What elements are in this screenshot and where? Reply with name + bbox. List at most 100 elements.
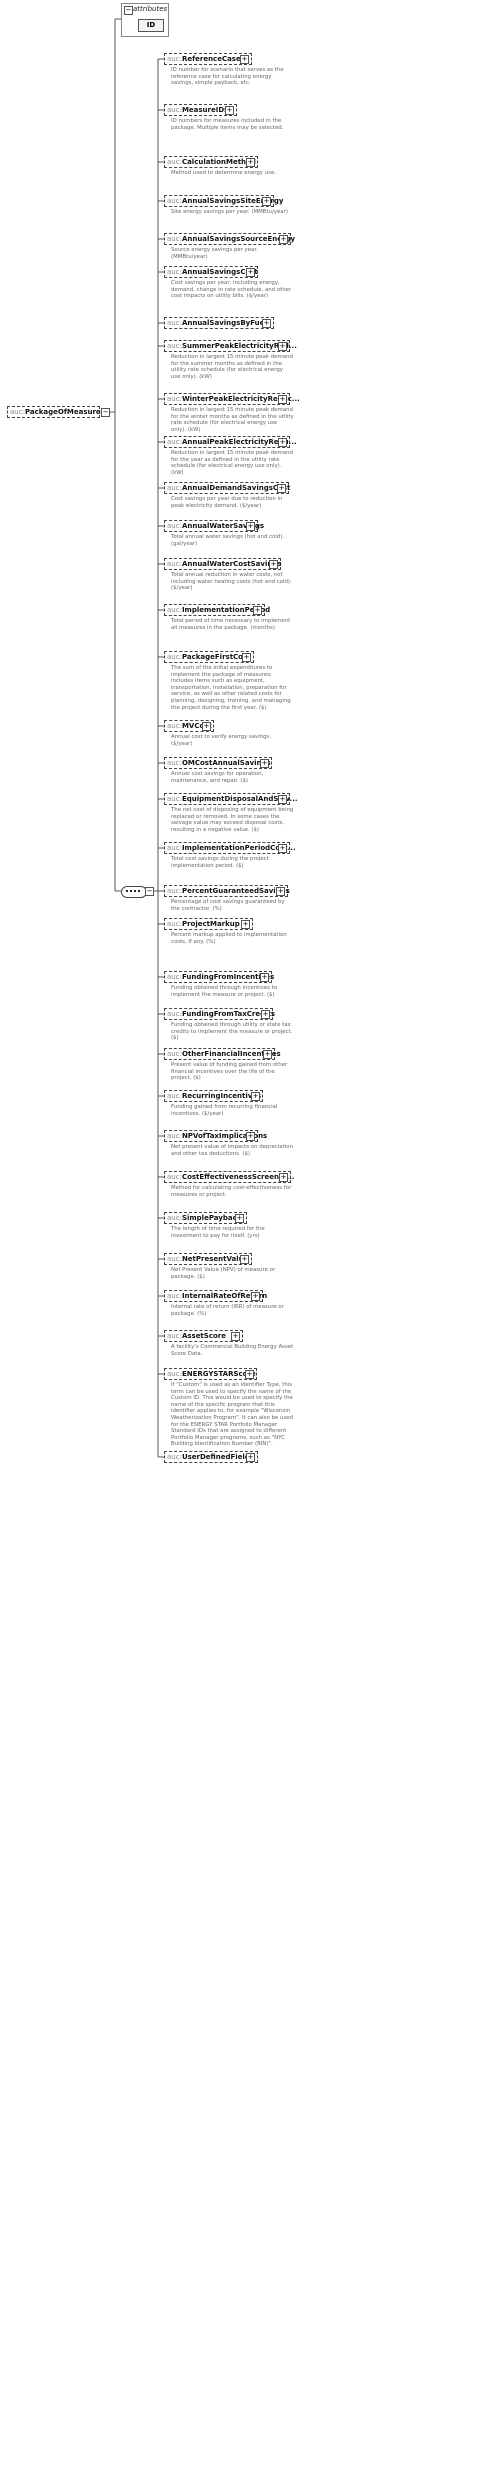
expand-icon[interactable]: + [278, 342, 287, 351]
expand-icon[interactable]: + [246, 1453, 255, 1462]
expand-icon[interactable]: + [253, 606, 262, 615]
expand-icon[interactable]: + [278, 395, 287, 404]
element-name: AnnualWaterSavings [181, 522, 265, 530]
expand-icon[interactable]: + [246, 158, 255, 167]
element-32[interactable]: auc:UserDefinedFields+ [164, 1451, 258, 1463]
element-27[interactable]: auc:SimplePayback+ [164, 1212, 247, 1224]
element-4[interactable]: auc:AnnualSavingsSourceEnergy+ [164, 233, 295, 245]
element-name: AnnualSavingsSiteEnergy [181, 197, 284, 205]
element-24[interactable]: auc:RecurringIncentives+ [164, 1090, 263, 1102]
element-name: SimplePayback [181, 1214, 242, 1222]
element-description: Method used to determine energy use. [171, 170, 276, 176]
expand-icon[interactable]: + [246, 1132, 255, 1141]
element-7[interactable]: auc:SummerPeakElectricityRed...+ [164, 340, 297, 352]
element-5[interactable]: auc:AnnualSavingsCost+ [164, 266, 258, 278]
expand-icon[interactable]: + [279, 1173, 288, 1182]
element-prefix: auc: [167, 1092, 182, 1100]
element-description: ID number for scenario that serves as th… [171, 67, 284, 87]
element-1[interactable]: auc:MeasureIDs+ [164, 104, 237, 116]
element-11[interactable]: auc:AnnualWaterSavings+ [164, 520, 264, 532]
attribute-id[interactable]: ID [138, 19, 164, 32]
root-element-package-of-measures[interactable]: auc:PackageOfMeasures [7, 406, 105, 418]
element-description: Total cost savings during the project im… [171, 856, 269, 869]
element-19[interactable]: auc:PercentGuaranteedSavings+ [164, 885, 290, 897]
element-6[interactable]: auc:AnnualSavingsByFuels+ [164, 317, 274, 329]
expand-icon[interactable]: + [240, 55, 249, 64]
element-10[interactable]: auc:AnnualDemandSavingsCost+ [164, 482, 290, 494]
expand-icon[interactable]: + [246, 268, 255, 277]
expand-icon[interactable]: + [278, 795, 287, 804]
element-2[interactable]: auc:CalculationMethod+ [164, 156, 258, 168]
element-18[interactable]: auc:ImplementationPeriodCost...+ [164, 842, 296, 854]
element-13[interactable]: auc:ImplementationPeriod+ [164, 604, 270, 616]
element-9[interactable]: auc:AnnualPeakElectricityRedu...+ [164, 436, 297, 448]
element-17[interactable]: auc:EquipmentDisposalAndSalv...+ [164, 793, 298, 805]
element-name: FundingFromTaxCredits [181, 1010, 276, 1018]
expand-icon[interactable]: + [263, 1050, 272, 1059]
expand-icon[interactable]: + [261, 1010, 270, 1019]
element-prefix: auc: [167, 759, 182, 767]
expand-icon[interactable]: + [262, 319, 271, 328]
root-collapse-icon[interactable]: − [101, 408, 110, 417]
element-description: Funding obtained through incentives to i… [171, 985, 278, 998]
element-description: Internal rate of return (IRR) of measure… [171, 1304, 284, 1317]
element-23[interactable]: auc:OtherFinancialIncentives+ [164, 1048, 281, 1060]
expand-icon[interactable]: + [202, 722, 211, 731]
expand-icon[interactable]: + [278, 438, 287, 447]
expand-icon[interactable]: + [251, 1092, 260, 1101]
element-description: Source energy savings per year. (MMBtu/y… [171, 247, 258, 260]
element-prefix: auc: [167, 1453, 182, 1461]
expand-icon[interactable]: + [260, 759, 269, 768]
expand-icon[interactable]: + [279, 235, 288, 244]
expand-icon[interactable]: + [242, 653, 251, 662]
element-description: Reduction in largest 15 minute peak dema… [171, 450, 293, 476]
element-name: CostEffectivenessScreenin... [181, 1173, 295, 1181]
element-8[interactable]: auc:WinterPeakElectricityReduc...+ [164, 393, 300, 405]
element-description: ID numbers for measures included in the … [171, 118, 284, 131]
element-name: AnnualSavingsSourceEnergy [181, 235, 296, 243]
expand-icon[interactable]: + [245, 1370, 254, 1379]
sequence-collapse-icon[interactable]: − [145, 887, 154, 896]
expand-icon[interactable]: + [278, 844, 287, 853]
element-22[interactable]: auc:FundingFromTaxCredits+ [164, 1008, 276, 1020]
expand-icon[interactable]: + [269, 560, 278, 569]
element-26[interactable]: auc:CostEffectivenessScreenin...+ [164, 1171, 295, 1183]
element-20[interactable]: auc:ProjectMarkup+ [164, 918, 253, 930]
element-prefix: auc: [167, 844, 182, 852]
element-name: ENERGYSTARScore [181, 1370, 256, 1378]
element-prefix: auc: [167, 1370, 182, 1378]
expand-icon[interactable]: + [225, 106, 234, 115]
element-description: Net present value of impacts on deprecia… [171, 1144, 293, 1157]
element-prefix: auc: [167, 319, 182, 327]
element-30[interactable]: auc:AssetScore+ [164, 1330, 243, 1342]
element-25[interactable]: auc:NPVofTaxImplications+ [164, 1130, 267, 1142]
expand-icon[interactable]: + [260, 973, 269, 982]
element-28[interactable]: auc:NetPresentValue+ [164, 1253, 252, 1265]
expand-icon[interactable]: + [277, 484, 286, 493]
element-description: Cost savings per year, including energy,… [171, 280, 292, 300]
expand-icon[interactable]: + [246, 522, 255, 531]
element-prefix: auc: [167, 1050, 182, 1058]
element-31[interactable]: auc:ENERGYSTARScore+ [164, 1368, 257, 1380]
element-21[interactable]: auc:FundingFromIncentives+ [164, 971, 274, 983]
collapse-icon[interactable]: − [124, 6, 133, 15]
expand-icon[interactable]: + [262, 197, 271, 206]
expand-icon[interactable]: + [231, 1332, 240, 1341]
attributes-title: attributes [133, 5, 168, 13]
expand-icon[interactable]: + [235, 1214, 244, 1223]
element-29[interactable]: auc:InternalRateOfReturn+ [164, 1290, 267, 1302]
expand-icon[interactable]: + [241, 920, 250, 929]
element-name: OMCostAnnualSavings [181, 759, 271, 767]
element-description: Funding gained from recurring financial … [171, 1104, 278, 1117]
element-12[interactable]: auc:AnnualWaterCostSavings+ [164, 558, 282, 570]
expand-icon[interactable]: + [276, 887, 285, 896]
element-prefix: auc: [167, 1255, 182, 1263]
element-description: Cost savings per year due to reduction i… [171, 496, 283, 509]
expand-icon[interactable]: + [240, 1255, 249, 1264]
element-15[interactable]: auc:MVCost+ [164, 720, 214, 732]
element-3[interactable]: auc:AnnualSavingsSiteEnergy+ [164, 195, 283, 207]
expand-icon[interactable]: + [251, 1292, 260, 1301]
element-14[interactable]: auc:PackageFirstCost+ [164, 651, 254, 663]
element-16[interactable]: auc:OMCostAnnualSavings+ [164, 757, 272, 769]
element-0[interactable]: auc:ReferenceCase+ [164, 53, 252, 65]
